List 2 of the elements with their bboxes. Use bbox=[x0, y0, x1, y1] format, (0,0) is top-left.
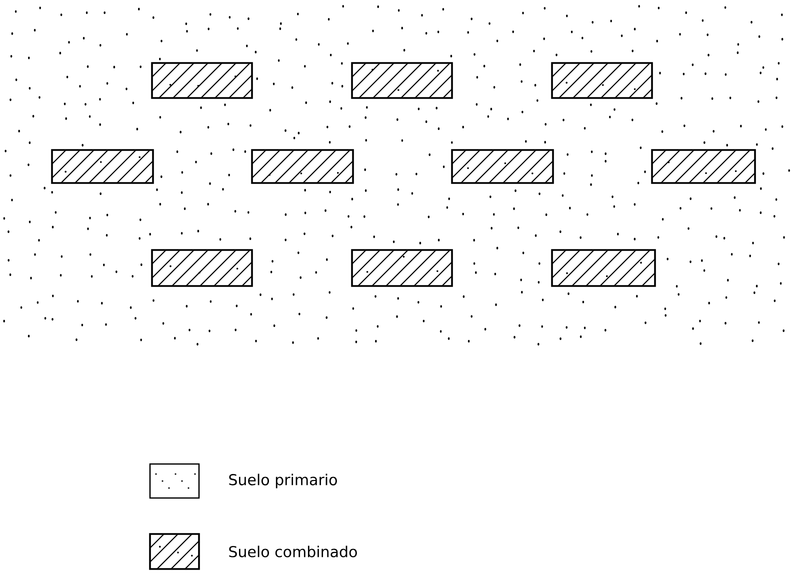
legend-label: Suelo combinado bbox=[229, 546, 357, 558]
legend-label: Suelo primario bbox=[229, 474, 337, 488]
